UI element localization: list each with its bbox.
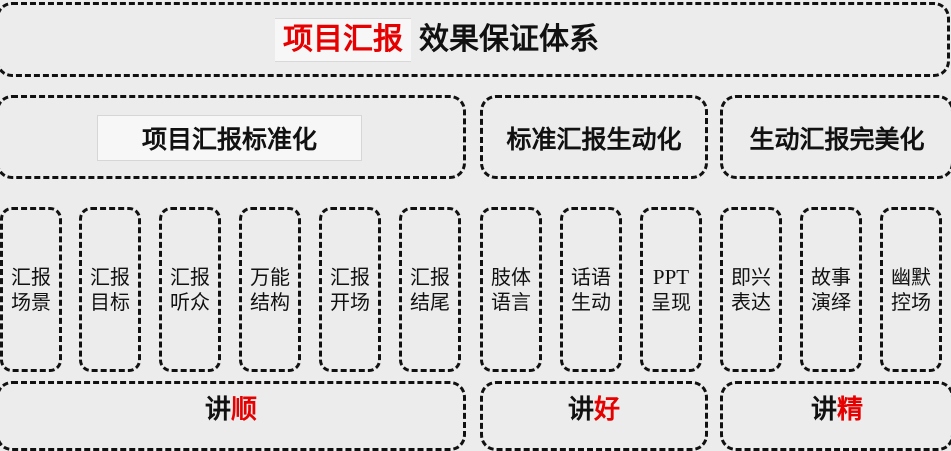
bottom-prefix: 讲 — [567, 394, 594, 425]
level2-label-vivid: 标准汇报生动化 — [506, 125, 682, 154]
item-line2: 场景 — [11, 290, 51, 314]
item-box: 汇报听众 — [159, 207, 221, 372]
item-box: 肢体语言 — [480, 207, 542, 372]
item-line1: 即兴 — [731, 265, 771, 289]
item-line1: 万能 — [250, 265, 290, 289]
item-line1: 话语 — [571, 265, 611, 289]
item-line2: 生动 — [571, 290, 611, 314]
item-box: 万能结构 — [239, 207, 301, 372]
item-line1: 故事 — [811, 265, 851, 289]
bottom-label-refined: 讲精 — [720, 389, 951, 425]
bottom-highlight: 顺 — [231, 394, 258, 425]
item-line2: 开场 — [330, 290, 370, 314]
level2-box-vivid — [480, 95, 708, 179]
item-line1: 汇报 — [11, 265, 51, 289]
item-box: 汇报场景 — [0, 207, 62, 372]
bottom-prefix: 讲 — [204, 394, 231, 425]
item-line2: 演绎 — [811, 290, 851, 314]
item-line2: 结尾 — [410, 290, 450, 314]
item-line2: 语言 — [491, 290, 531, 314]
bottom-highlight: 好 — [594, 394, 621, 425]
level2-label-perfect: 生动汇报完美化 — [749, 125, 925, 154]
item-line1: 汇报 — [170, 265, 210, 289]
item-line2: 表达 — [731, 290, 771, 314]
bottom-prefix: 讲 — [810, 394, 837, 425]
item-box: 即兴表达 — [720, 207, 782, 372]
level2-label-standardize: 项目汇报标准化 — [97, 115, 362, 161]
title-box — [0, 2, 950, 77]
item-line2: 控场 — [891, 290, 931, 314]
title-highlight: 项目汇报 — [275, 18, 411, 62]
item-line2: 呈现 — [651, 290, 691, 314]
item-line1: 肢体 — [491, 265, 531, 289]
item-line2: 结构 — [250, 290, 290, 314]
item-line2: 听众 — [170, 290, 210, 314]
diagram-title: 项目汇报 效果保证体系 — [275, 18, 599, 62]
item-box: 汇报目标 — [79, 207, 141, 372]
title-rest: 效果保证体系 — [419, 22, 599, 57]
item-box: 汇报结尾 — [399, 207, 461, 372]
item-box: 故事演绎 — [800, 207, 862, 372]
item-box: 汇报开场 — [319, 207, 381, 372]
bottom-highlight: 精 — [837, 394, 864, 425]
item-box: 话语生动 — [560, 207, 622, 372]
item-line1: 幽默 — [891, 265, 931, 289]
item-line1: 汇报 — [330, 265, 370, 289]
item-line1: 汇报 — [410, 265, 450, 289]
item-line2: 目标 — [90, 290, 130, 314]
bottom-label-smooth: 讲顺 — [0, 389, 466, 425]
item-line1: PPT — [652, 265, 690, 289]
item-box: 幽默控场 — [880, 207, 942, 372]
bottom-label-good: 讲好 — [480, 389, 708, 425]
item-line1: 汇报 — [90, 265, 130, 289]
level2-box-perfect — [720, 95, 951, 179]
